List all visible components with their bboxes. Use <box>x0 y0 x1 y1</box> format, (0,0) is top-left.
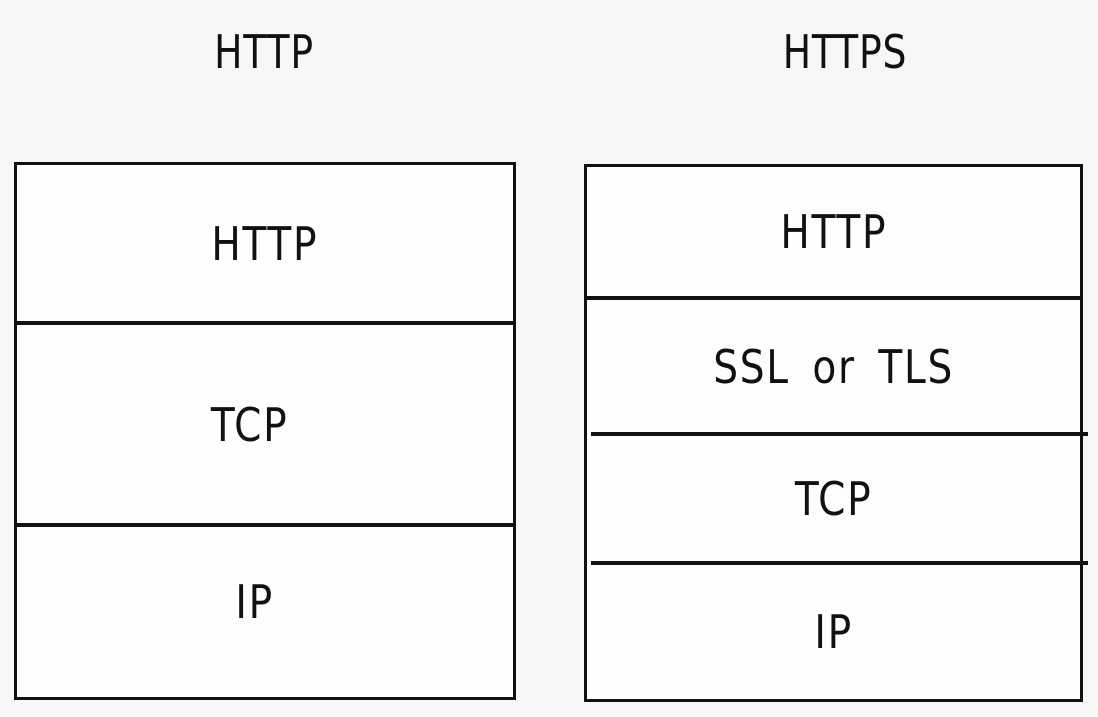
https-stack-title: HTTPS <box>782 25 908 79</box>
http-layer-http: HTTP <box>17 165 513 322</box>
layer-divider <box>17 523 513 527</box>
https-layer-http: HTTP <box>587 167 1080 297</box>
https-layer-ssl-tls: SSL or TLS <box>587 300 1080 434</box>
http-stack: HTTP TCP IP <box>14 162 516 700</box>
http-layer-tcp: TCP <box>17 325 513 525</box>
http-stack-title: HTTP <box>214 25 314 79</box>
layer-label: IP <box>814 605 853 659</box>
layer-divider <box>591 561 1088 565</box>
layer-divider <box>587 296 1080 300</box>
layer-label: HTTP <box>211 216 319 271</box>
https-layer-tcp: TCP <box>587 436 1080 562</box>
layer-label: TCP <box>211 398 289 452</box>
layer-label: TCP <box>794 472 873 526</box>
layer-divider <box>591 432 1088 436</box>
https-layer-ip: IP <box>587 565 1080 699</box>
layer-label: SSL or TLS <box>713 340 954 394</box>
http-layer-ip: IP <box>17 527 513 677</box>
layer-label: IP <box>235 575 275 629</box>
layer-divider <box>17 321 513 325</box>
layer-label: HTTP <box>780 205 887 259</box>
https-stack: HTTP SSL or TLS TCP IP <box>584 164 1088 702</box>
